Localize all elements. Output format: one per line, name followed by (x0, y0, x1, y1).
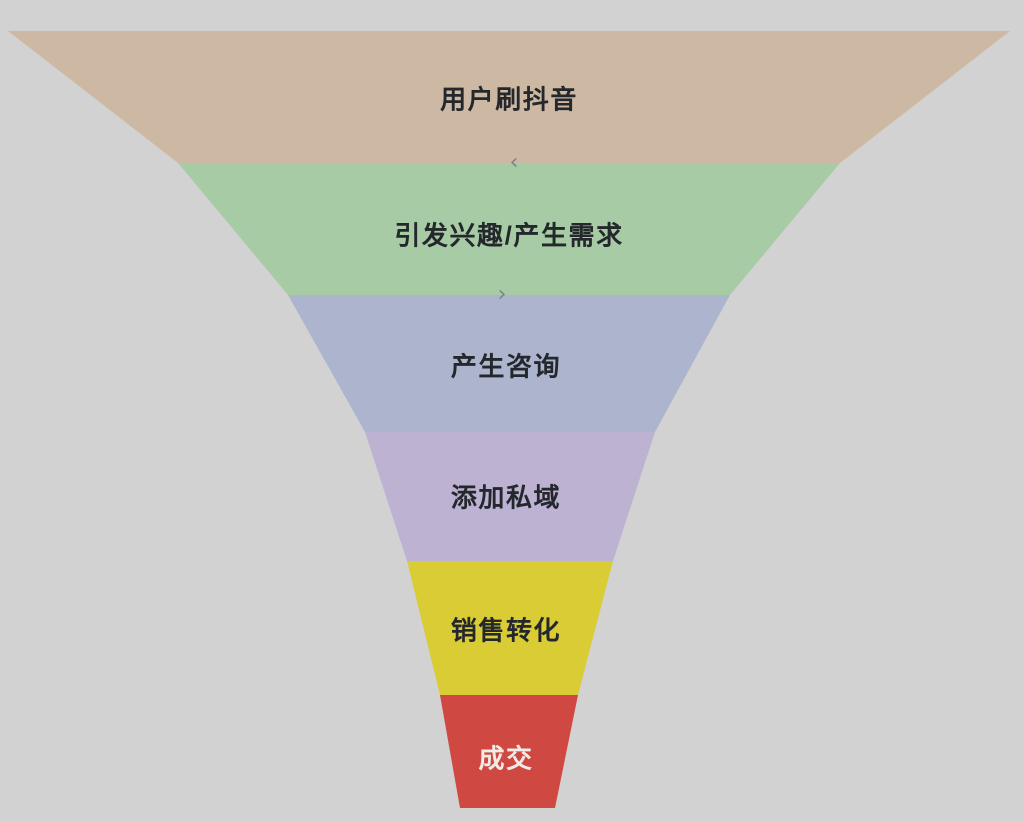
chevron-left-marker-icon: ‹ (509, 150, 519, 175)
funnel-stage-band[interactable] (365, 432, 655, 561)
funnel-stage-band[interactable] (288, 295, 730, 432)
funnel-stage-band[interactable] (440, 695, 578, 808)
funnel-stage-band[interactable] (407, 561, 613, 695)
funnel-stage-band[interactable] (178, 163, 840, 295)
funnel-stage-band[interactable] (8, 31, 1010, 163)
chevron-right-marker-icon: › (497, 282, 507, 307)
